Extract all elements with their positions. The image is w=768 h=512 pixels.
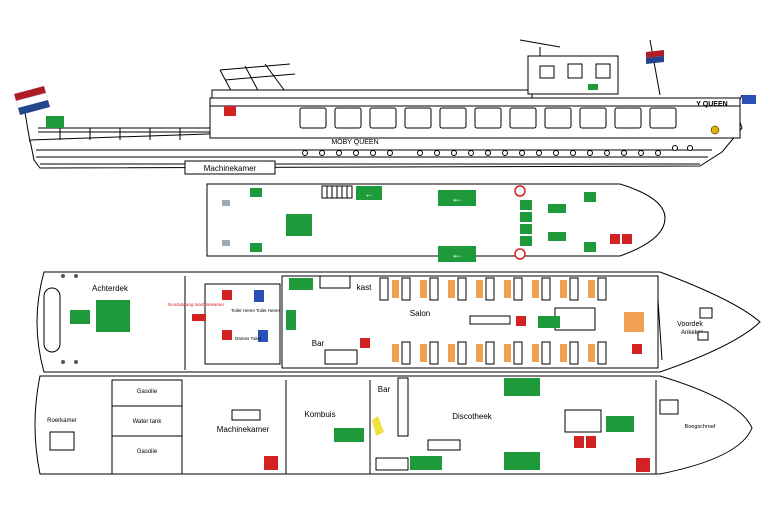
ship-side-view: Machinekamer MOBY QUEEN Y QUEEN: [14, 39, 756, 175]
sun-deck-plan: ← ← ←: [206, 183, 666, 262]
label-salon: Salon: [410, 309, 430, 318]
toilet-heren-label-1: Toilet Heren: [231, 308, 256, 313]
anchor-icon: [710, 125, 720, 135]
lifebuoy-sign: [70, 310, 90, 324]
exit-sign: [438, 190, 476, 206]
nooduitgang-label: Nooduitgang machinekamer: [168, 302, 225, 307]
lifebuoy-sign: [46, 116, 64, 128]
assembly-point-sign: [286, 214, 312, 236]
exit-sign: [538, 316, 560, 328]
label-gasolie-1: Gasolie: [137, 389, 158, 395]
salon-seating: [379, 277, 644, 365]
radar-mast: [519, 39, 561, 48]
no-entry-icon: [514, 248, 526, 260]
exit-sign: [334, 428, 364, 442]
stern-railing: [38, 127, 210, 140]
lower-deck-plan: Roerkamer Gasolie Water tank Gasolie Mac…: [34, 375, 753, 475]
bollards: [61, 274, 78, 364]
label-achterdek: Achterdek: [92, 284, 129, 293]
cabin-windows: [299, 107, 677, 129]
exit-sign: [504, 378, 540, 396]
label-boegschroef: Boegschroef: [685, 424, 716, 430]
label-machinekamer: Machinekamer: [217, 425, 270, 434]
engine-room-side-label: Machinekamer: [204, 164, 257, 173]
label-bar-salon: Bar: [312, 339, 325, 348]
main-deck-plan: Achterdek Toilet Heren Toilet Heren Dame…: [36, 271, 761, 373]
label-kombuis: Kombuis: [304, 410, 335, 419]
svg-text:←: ←: [365, 189, 374, 199]
exit-sign: [410, 456, 442, 470]
exit-sign: [356, 186, 382, 200]
svg-text:←: ←: [451, 191, 463, 205]
eu-flag: [742, 95, 756, 104]
label-anker: Ankeker: [681, 330, 703, 336]
ship-name-side: MOBY QUEEN: [331, 139, 378, 146]
no-entry-icon: [514, 185, 526, 197]
toilet-block: [204, 283, 281, 365]
stairs: [321, 185, 353, 199]
exit-sign: [504, 452, 540, 470]
exit-sign: [606, 416, 634, 432]
label-bar-lower: Bar: [378, 385, 391, 394]
toilet-heren-label-2: Toilet Heren: [256, 308, 281, 313]
label-gasolie-2: Gasolie: [137, 449, 158, 455]
exit-sign: [438, 246, 476, 262]
toilet-dames-label: Dames Toilet: [235, 336, 262, 341]
label-water-tank: Water tank: [133, 419, 163, 425]
lifejacket-lockers: [520, 200, 532, 246]
fire-sign-side: [224, 106, 236, 116]
label-discotheek: Discotheek: [452, 412, 493, 421]
exit-sign: [289, 278, 313, 290]
dutch-flag: [14, 86, 50, 115]
upper-deck-structure: [211, 63, 533, 99]
label-roerkamer: Roerkamer: [47, 418, 77, 424]
life-raft-icons: [222, 200, 230, 246]
svg-text:←: ←: [451, 247, 463, 261]
portholes: [302, 145, 693, 156]
label-voordek: Voordek: [677, 321, 703, 328]
label-kast: kast: [357, 283, 372, 292]
ship-name-bow: Y QUEEN: [696, 101, 727, 108]
assembly-point-sign: [96, 300, 130, 332]
